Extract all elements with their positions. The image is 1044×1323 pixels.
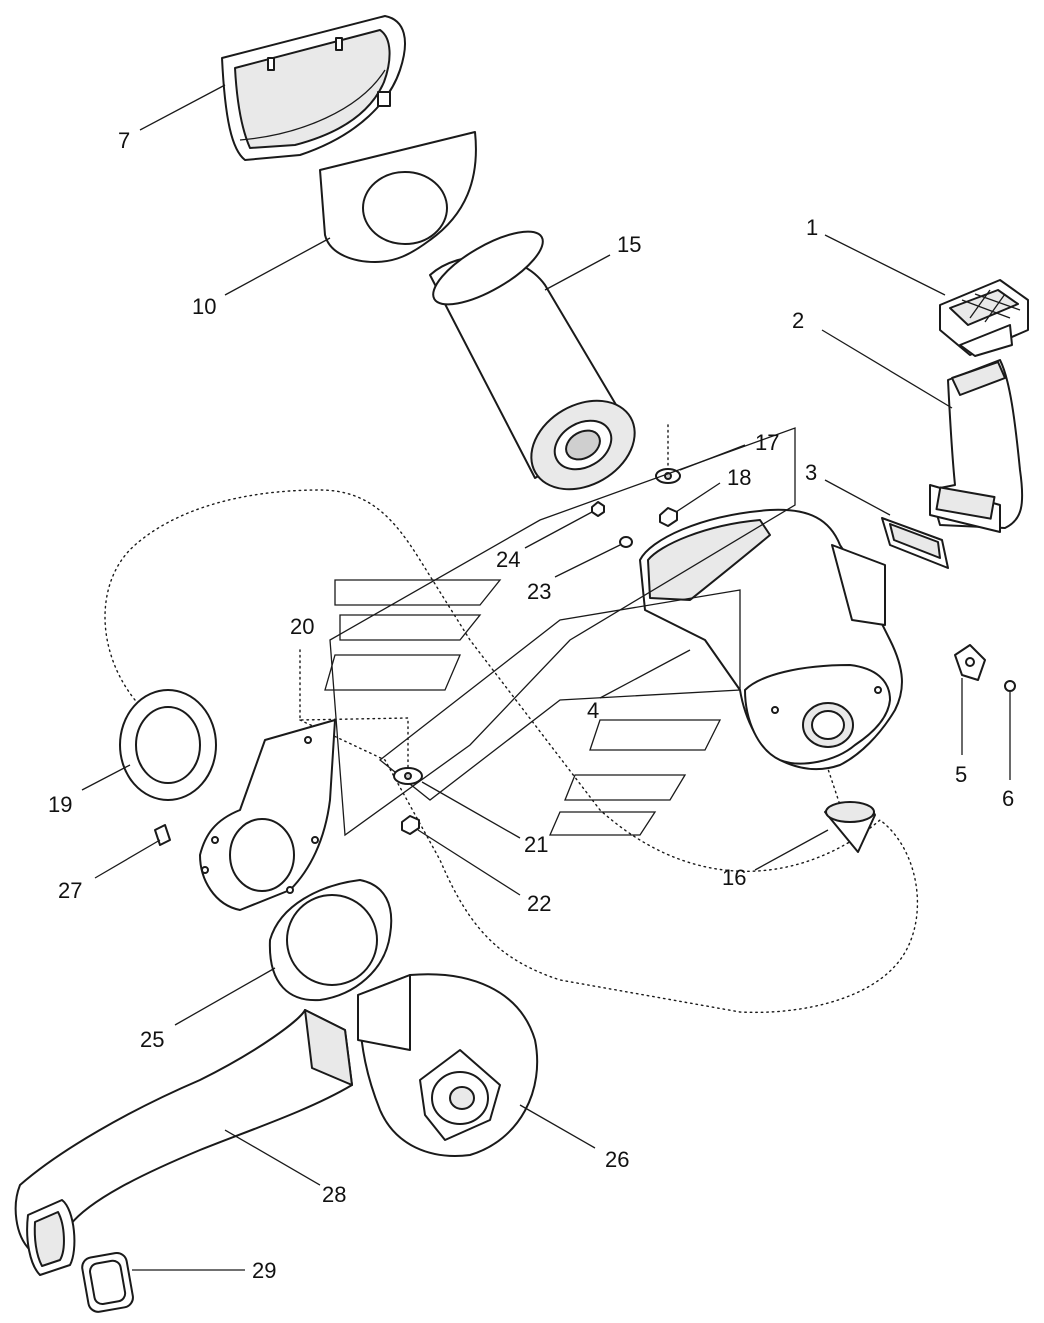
chassis-frame-outline (324, 427, 796, 837)
part-25-flange-gasket (174, 879, 393, 1026)
callout-3: 3 (805, 460, 817, 485)
part-4-housing (599, 508, 903, 771)
part-29-seal (81, 1252, 245, 1313)
assembly-boundary (104, 489, 919, 1014)
part-19-round-gasket (81, 689, 217, 801)
callout-29: 29 (252, 1258, 276, 1283)
part-5-bracket (954, 644, 986, 755)
callout-10: 10 (192, 294, 216, 319)
callout-26: 26 (605, 1147, 629, 1172)
part-22-nut (401, 815, 521, 896)
dotted-guide-20 (299, 649, 409, 771)
callout-2: 2 (792, 308, 804, 333)
part-24-nut (524, 501, 605, 549)
dotted-guide-16 (824, 759, 846, 821)
part-10-gasket-plate (224, 131, 477, 296)
callout-21: 21 (524, 832, 548, 857)
part-16-nozzle (754, 801, 876, 871)
callout-17: 17 (755, 430, 779, 455)
callout-28: 28 (322, 1182, 346, 1207)
callout-16: 16 (722, 865, 746, 890)
part-21-washer (393, 767, 521, 839)
callout-7: 7 (118, 128, 130, 153)
part-27-bolt (94, 824, 171, 879)
part-7-cover-frame (139, 15, 406, 161)
part-1-cap (824, 234, 1029, 357)
callout-22: 22 (527, 891, 551, 916)
callout-1: 1 (806, 215, 818, 240)
callout-25: 25 (140, 1027, 164, 1052)
part-6-nut (1004, 680, 1016, 780)
callout-5: 5 (955, 762, 967, 787)
part-3-rect-gasket (824, 479, 949, 569)
callout-4: 4 (587, 698, 599, 723)
part-18-nut (659, 482, 721, 527)
callout-27: 27 (58, 878, 82, 903)
callout-15: 15 (617, 232, 641, 257)
part-15-air-filter (429, 230, 636, 491)
part-2-elbow-duct (821, 329, 1024, 533)
part-23-washer (554, 536, 633, 578)
callout-23: 23 (527, 579, 551, 604)
part-26-blower (357, 973, 596, 1157)
callout-19: 19 (48, 792, 72, 817)
callout-6: 6 (1002, 786, 1014, 811)
part-28-long-duct (14, 1009, 353, 1276)
callout-18: 18 (727, 465, 751, 490)
callout-24: 24 (496, 547, 520, 572)
callout-20: 20 (290, 614, 314, 639)
part-20-flange-bracket (199, 719, 336, 911)
